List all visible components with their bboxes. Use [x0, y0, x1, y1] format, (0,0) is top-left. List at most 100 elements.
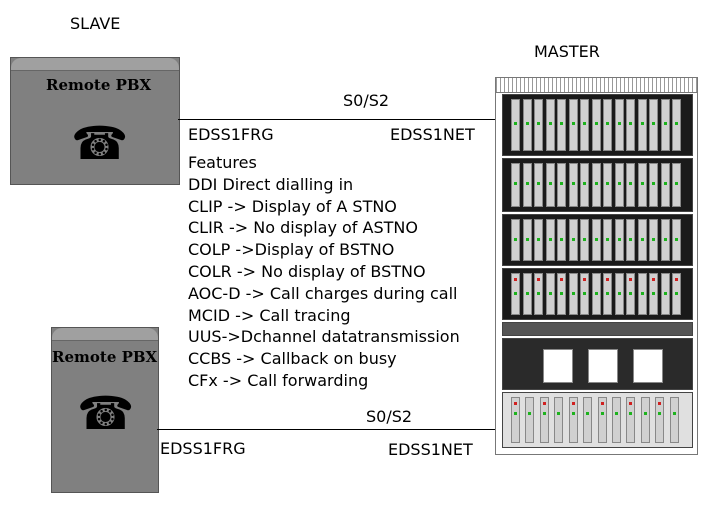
- led-indicator: [583, 292, 587, 295]
- rack-card: [522, 219, 532, 261]
- rack-card: [568, 397, 578, 443]
- pbx-top-cap: [11, 58, 179, 71]
- led-indicator: [617, 182, 621, 185]
- led-indicator: [629, 402, 633, 405]
- led-indicator: [537, 238, 541, 241]
- rack-card: [545, 219, 555, 261]
- led-indicator: [560, 278, 564, 281]
- led-indicator: [606, 292, 610, 295]
- link-bottom-left-end: EDSS1FRG: [160, 439, 246, 458]
- led-indicator: [560, 238, 564, 241]
- rack-card: [545, 163, 555, 207]
- rack-card: [603, 163, 613, 207]
- rack-card: [626, 163, 636, 207]
- rack-card: [557, 273, 567, 315]
- led-indicator: [652, 182, 656, 185]
- led-indicator: [557, 412, 561, 415]
- rack-card: [568, 273, 578, 315]
- rack-card: [637, 219, 647, 261]
- led-indicator: [652, 278, 656, 281]
- led-indicator: [514, 412, 517, 415]
- rack-card: [660, 163, 670, 207]
- led-indicator: [594, 182, 598, 185]
- led-indicator: [640, 182, 644, 185]
- rack-card: [626, 219, 636, 261]
- remote-pbx-bottom: Remote PBX ☎: [51, 327, 159, 493]
- rack-card: [568, 219, 578, 261]
- rack-card: [534, 163, 544, 207]
- led-indicator: [571, 238, 575, 241]
- rack-card: [649, 99, 659, 151]
- led-indicator: [571, 412, 575, 415]
- led-indicator: [583, 238, 587, 241]
- rack-card: [511, 397, 520, 443]
- rack-card: [525, 397, 535, 443]
- rack-card: [660, 99, 670, 151]
- led-indicator: [663, 182, 667, 185]
- led-indicator: [640, 292, 644, 295]
- led-indicator: [658, 402, 662, 405]
- led-indicator: [514, 278, 517, 281]
- led-indicator: [675, 292, 679, 295]
- led-indicator: [629, 292, 633, 295]
- led-indicator: [594, 292, 598, 295]
- rack-card: [511, 163, 520, 207]
- link-top-protocol: S0/S2: [343, 91, 390, 110]
- led-indicator: [542, 402, 546, 405]
- link-line-bottom: [157, 429, 495, 430]
- pbx-bottom-cap: [52, 328, 158, 341]
- led-indicator: [525, 238, 529, 241]
- led-indicator: [663, 122, 667, 125]
- rack-card: [534, 219, 544, 261]
- rack-card: [655, 397, 665, 443]
- led-indicator: [514, 402, 517, 405]
- rack-card: [545, 273, 555, 315]
- pbx-top-title: Remote PBX: [46, 76, 152, 94]
- led-indicator: [652, 238, 656, 241]
- rack-card: [626, 273, 636, 315]
- led-indicator: [571, 182, 575, 185]
- rack-shelf-2: [502, 158, 693, 212]
- rack-card: [583, 397, 593, 443]
- led-indicator: [560, 122, 564, 125]
- led-indicator: [537, 292, 541, 295]
- rack-card: [511, 219, 520, 261]
- rack-card: [649, 163, 659, 207]
- led-indicator: [514, 182, 517, 185]
- led-indicator: [525, 292, 529, 295]
- rack-card: [672, 163, 682, 207]
- rack-shelf-4: [502, 268, 693, 320]
- link-top-left-end: EDSS1FRG: [188, 125, 274, 144]
- rack-card: [591, 273, 601, 315]
- rack-card: [568, 163, 578, 207]
- rack-card: [534, 273, 544, 315]
- rack-card: [591, 163, 601, 207]
- led-indicator: [583, 122, 587, 125]
- led-indicator: [658, 412, 662, 415]
- telephone-icon: ☎: [71, 116, 129, 170]
- led-indicator: [606, 122, 610, 125]
- feature-item: UUS->Dchannel datatransmission: [188, 327, 460, 347]
- master-label: MASTER: [534, 42, 600, 61]
- rack-card: [637, 99, 647, 151]
- led-indicator: [525, 122, 529, 125]
- led-indicator: [583, 278, 587, 281]
- led-indicator: [675, 278, 679, 281]
- link-bottom-right-end: EDSS1NET: [388, 440, 473, 459]
- feature-item: AOC-D -> Call charges during call: [188, 283, 458, 303]
- rack-shelf-3: [502, 214, 693, 266]
- rack-card: [649, 273, 659, 315]
- led-indicator: [614, 412, 618, 415]
- rack-card: [545, 99, 555, 151]
- rack-card: [534, 99, 544, 151]
- led-indicator: [606, 182, 610, 185]
- led-indicator: [629, 238, 633, 241]
- led-indicator: [675, 238, 679, 241]
- rack-card: [591, 99, 601, 151]
- power-module: [633, 349, 663, 383]
- remote-pbx-top: Remote PBX ☎: [10, 57, 180, 185]
- rack-card: [672, 219, 682, 261]
- feature-item: CLIP -> Display of A STNO: [188, 196, 397, 216]
- rack-card: [614, 273, 624, 315]
- rack-card: [611, 397, 621, 443]
